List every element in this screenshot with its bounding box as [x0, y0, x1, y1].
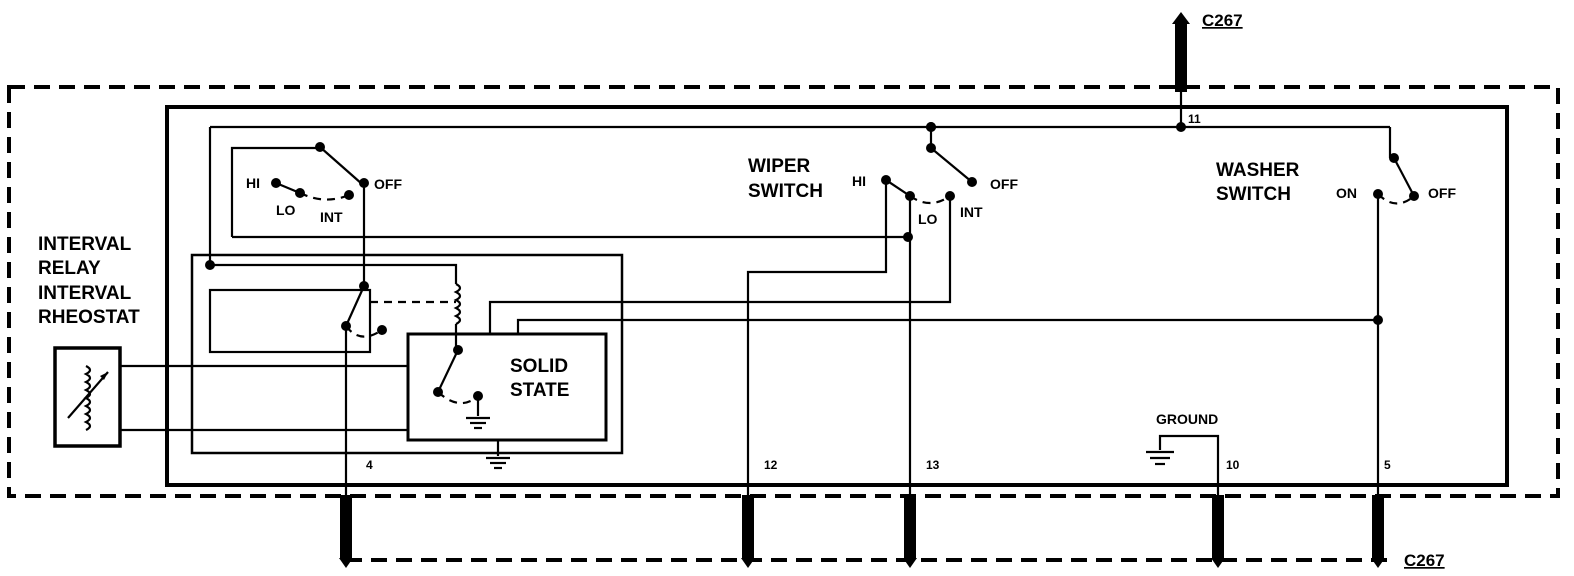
- pin-10-wire: [1158, 434, 1220, 495]
- pin-10-label: 10: [1226, 458, 1240, 472]
- top-connector-label: C267: [1202, 11, 1243, 30]
- washer-switch-label-1: WASHER: [1216, 160, 1300, 181]
- junction-lo: [903, 232, 913, 242]
- washer-off-contact: [1409, 191, 1419, 201]
- washer-wire: [516, 318, 1378, 334]
- wiper-hi-lo-link: [885, 179, 911, 197]
- relay-switch-box: [230, 146, 318, 237]
- switch-housing: [165, 105, 1509, 487]
- bottom-connector-label: C267: [1404, 551, 1445, 570]
- ground-label: GROUND: [1156, 411, 1218, 427]
- relay-hi-label: HI: [246, 175, 260, 191]
- relay-contact-no: [377, 325, 387, 335]
- wiper-hi-label: HI: [852, 173, 866, 189]
- pin-12-label: 12: [764, 458, 778, 472]
- washer-switch-blade: [1393, 157, 1415, 197]
- top-connector-arrow: [1172, 12, 1190, 24]
- wiper-off-label: OFF: [990, 176, 1018, 192]
- relay-switch-blade: [319, 146, 363, 185]
- interval-rheostat-label-1: INTERVAL: [38, 283, 132, 304]
- wiper-off-contact: [967, 177, 977, 187]
- relay-lo-label: LO: [276, 202, 296, 218]
- pin-13-label: 13: [926, 458, 940, 472]
- wiper-int-label: INT: [960, 204, 983, 220]
- rheostat-arrow: [67, 371, 109, 419]
- solid-state-box: [406, 332, 608, 442]
- pin-5-label: 5: [1384, 458, 1391, 472]
- rheostat-arrowhead: [100, 372, 108, 380]
- pin-11-label: 11: [1188, 112, 1201, 126]
- wiper-lo-label: LO: [918, 211, 938, 227]
- interval-relay-label-1: INTERVAL: [38, 234, 132, 255]
- relay-coil-feed: [210, 263, 458, 284]
- washer-arc: [1377, 193, 1415, 205]
- pin-4-label: 4: [366, 458, 373, 472]
- relay-coil: [453, 283, 462, 325]
- washer-switch-label-2: SWITCH: [1216, 184, 1291, 205]
- relay-int-contact: [344, 190, 354, 200]
- relay-int-label: INT: [320, 209, 343, 225]
- solid-state-blade: [437, 349, 459, 393]
- relay-contact-blade: [344, 285, 366, 327]
- interval-relay-box: [190, 253, 624, 455]
- pin-12-wire: [746, 180, 888, 495]
- solid-state-arc: [437, 391, 479, 405]
- washer-on-label: ON: [1336, 185, 1357, 201]
- interval-rheostat: [53, 346, 122, 448]
- solid-state-label-2: STATE: [510, 380, 569, 401]
- wiper-int-wire: [488, 210, 952, 334]
- interval-rheostat-label-2: RHEOSTAT: [38, 307, 140, 328]
- washer-off-label: OFF: [1428, 185, 1456, 201]
- relay-hi-lo-link: [275, 181, 301, 195]
- relay-lo-int-arc: [299, 192, 350, 201]
- interval-relay-label-2: RELAY: [38, 258, 101, 279]
- relay-contact-box: [208, 288, 372, 354]
- wiper-switch-label-2: SWITCH: [748, 181, 823, 202]
- component-boundary: [7, 85, 1560, 498]
- bottom-connector-arrows: [339, 558, 1385, 568]
- wiper-lo-int-arc: [909, 195, 951, 205]
- wiper-switch-label-1: WIPER: [748, 156, 811, 177]
- wiper-switch-blade: [930, 147, 973, 183]
- relay-ground-symbol: [486, 440, 510, 470]
- solid-state-ground-symbol: [466, 416, 490, 430]
- solid-state-label-1: SOLID: [510, 356, 568, 377]
- relay-contact-arc: [345, 325, 383, 338]
- relay-off-label: OFF: [374, 176, 402, 192]
- ground-symbol: [1146, 450, 1174, 466]
